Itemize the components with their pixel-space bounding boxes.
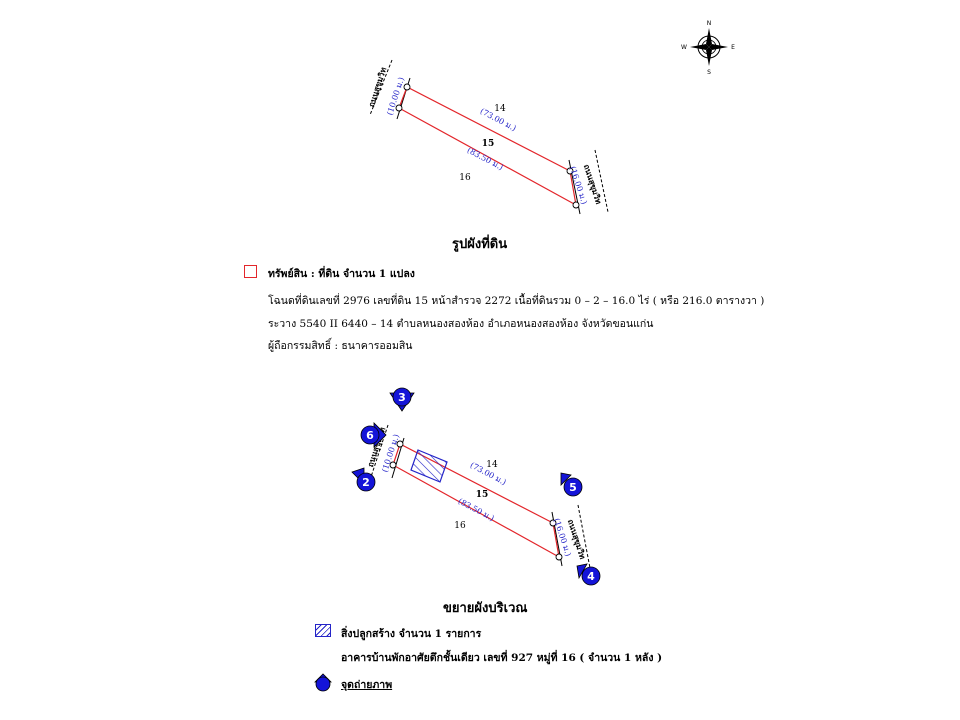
land-legend-title: ทรัพย์สิน : ที่ดิน จำนวน 1 แปลง <box>268 268 415 280</box>
dimension-south: (83.50 ม.) <box>457 497 496 523</box>
building-footprint <box>410 449 448 483</box>
plan-caption-land: รูปผังที่ดิน <box>452 237 508 252</box>
site-area-plan: ถนนสุขุมวิท ถนนสุขุมวิท (10.00 ม.) (16.0… <box>351 387 601 586</box>
road-edge-east <box>594 149 609 213</box>
photo-marker-label: 2 <box>362 476 370 489</box>
lot-number-north: 14 <box>486 460 498 470</box>
boundary-peg <box>395 104 403 112</box>
lot-number-main: 15 <box>476 490 489 500</box>
lot-number-south: 16 <box>454 521 466 531</box>
lot-number-main: 15 <box>482 139 495 149</box>
photo-marker-2-icon: 2 <box>351 467 376 492</box>
photo-marker-5-icon: 5 <box>560 472 583 497</box>
lot-number-south: 16 <box>459 173 471 183</box>
building-legend-swatch <box>315 624 331 637</box>
land-owner-details: ผู้ถือกรรมสิทธิ์ : ธนาคารออมสิน <box>268 340 413 352</box>
photo-marker-label: 5 <box>569 481 577 494</box>
photo-point-legend-label: จุดถ่ายภาพ <box>341 679 393 691</box>
compass-rose-icon: N S E W <box>681 20 735 76</box>
plan-caption-site: ขยายผังบริเวณ <box>443 601 528 616</box>
boundary-peg <box>403 83 411 91</box>
land-deed-details: โฉนดที่ดินเลขที่ 2976 เลขที่ดิน 15 หน้าส… <box>268 295 765 307</box>
land-plot-plan: ถนนสุขุมวิท ถนนสุขุมวิท (10.00 ม.) (16.0… <box>366 59 609 215</box>
boundary-peg <box>549 519 557 527</box>
photo-point-legend-icon <box>314 673 332 692</box>
dimension-south: (83.50 ม.) <box>466 146 505 172</box>
photo-marker-4-icon: 4 <box>576 563 601 586</box>
photo-marker-3-icon: 3 <box>389 387 415 412</box>
photo-marker-label: 3 <box>398 391 406 404</box>
boundary-peg <box>555 553 563 561</box>
building-legend-title: สิ่งปลูกสร้าง จำนวน 1 รายการ <box>341 628 482 640</box>
photo-marker-label: 6 <box>366 429 374 442</box>
boundary-peg <box>389 461 397 469</box>
photo-marker-6-icon: 6 <box>360 422 387 448</box>
road-edge-east <box>577 504 591 569</box>
boundary-peg <box>572 201 580 209</box>
building-legend-detail: อาคารบ้านพักอาศัยตึกชั้นเดียว เลขที่ 927… <box>341 652 663 664</box>
boundary-peg <box>566 167 574 175</box>
compass-east-label: E <box>731 44 735 51</box>
compass-south-label: S <box>707 69 711 76</box>
boundary-peg <box>396 440 404 448</box>
land-legend-swatch <box>244 265 257 278</box>
photo-marker-label: 4 <box>587 570 595 583</box>
road-name-west: ถนนสุขุมวิท <box>366 66 389 109</box>
land-location-details: ระวาง 5540 II 6440 – 14 ตำบลหนองสองห้อง … <box>268 318 654 330</box>
lot-number-north: 14 <box>494 104 506 114</box>
compass-west-label: W <box>681 44 687 51</box>
compass-north-label: N <box>707 20 712 27</box>
